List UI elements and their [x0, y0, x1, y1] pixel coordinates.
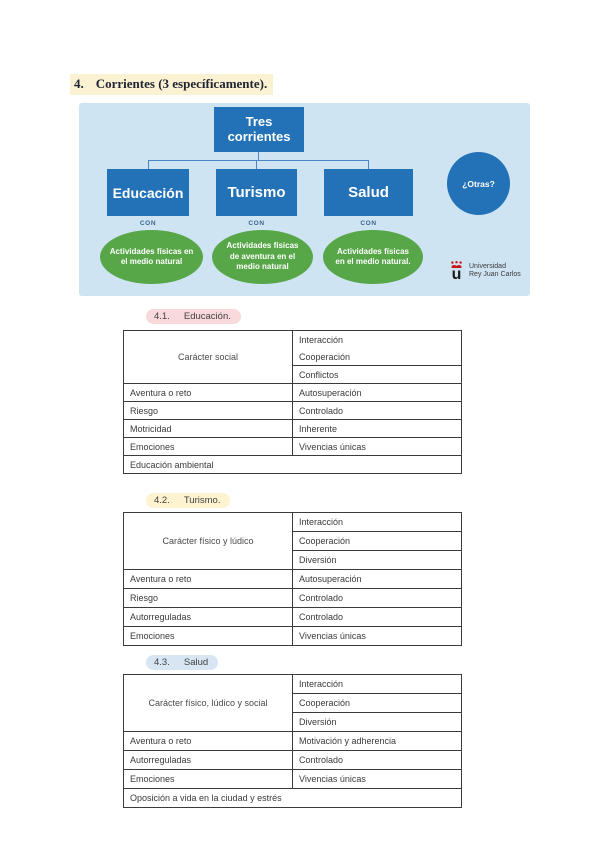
table-turismo: Carácter físico y lúdico Interacción Coo… [123, 512, 462, 646]
page-title-text: Corrientes (3 específicamente). [95, 76, 268, 91]
table-cell: Interacción [293, 513, 461, 532]
table-cell: Diversión [293, 713, 461, 732]
table-cell: Carácter social [124, 331, 293, 384]
table-cell: Controlado [293, 751, 461, 770]
diagram-box-educacion: Educación [107, 169, 189, 216]
table-cell: Inherente [293, 420, 461, 438]
page-title-number: 4. [74, 76, 84, 91]
section-number: 4.2. [154, 495, 170, 506]
table-cell: Interacción [293, 675, 461, 694]
table-cell: Carácter físico, lúdico y social [124, 675, 293, 732]
table-cell: Aventura o reto [124, 732, 293, 751]
table-cell: Interacción [299, 334, 344, 345]
table-footer-cell: Oposición a vida en la ciudad y estrés [130, 793, 282, 803]
table-cell: Emociones [124, 627, 293, 645]
otras-circle: ¿Otras? [447, 152, 510, 215]
table-educacion: Carácter social Interacción Cooperación … [123, 330, 462, 474]
table-cell: Riesgo [124, 402, 293, 420]
logo-line1: Universidad [469, 262, 506, 270]
table-cell: Aventura o reto [124, 384, 293, 402]
table-cell: Motivación y adherencia [293, 732, 461, 751]
section-header-educacion: 4.1. Educación. [146, 309, 241, 324]
table-cell: Controlado [293, 608, 461, 627]
page-title: 4. Corrientes (3 específicamente). [70, 74, 274, 95]
table-cell: Autorreguladas [124, 608, 293, 627]
table-cell: Cooperación [293, 348, 461, 366]
logo-text: Universidad Rey Juan Carlos [469, 263, 521, 281]
connector-hbar [148, 160, 369, 161]
table-cell: Carácter físico y lúdico [124, 513, 293, 570]
table-cell: Autorreguladas [124, 751, 293, 770]
table-cell: Controlado [293, 402, 461, 420]
logo-letter: u [451, 266, 462, 283]
table-cell: Emociones [124, 438, 293, 456]
table-cell: Diversión [293, 551, 461, 570]
table-cell: Controlado [293, 589, 461, 608]
connector-drop-2 [256, 160, 257, 169]
connector-drop-1 [148, 160, 149, 169]
table-cell: Cooperación [293, 694, 461, 713]
activity-ellipse-turismo: Actividades físicas de aventura en el me… [212, 230, 313, 284]
section-number: 4.1. [154, 311, 170, 322]
table-cell: Vivencias únicas [293, 770, 461, 789]
diagram-root-node: Tres corrientes [214, 107, 304, 152]
table-cell: Riesgo [124, 589, 293, 608]
connector-stub [258, 152, 259, 161]
section-number: 4.3. [154, 657, 170, 668]
section-title: Salud [183, 657, 209, 668]
university-logo: u Universidad Rey Juan Carlos [449, 261, 521, 283]
table-cell: Vivencias únicas [299, 631, 366, 641]
connector-label-educacion: CON [139, 220, 157, 227]
crown-icon [451, 261, 462, 268]
connector-label-turismo: CON [248, 220, 265, 227]
table-salud: Carácter físico, lúdico y social Interac… [123, 674, 462, 808]
table-cell: Autosuperación [293, 384, 461, 402]
diagram-panel: Tres corrientes Educación Turismo Salud … [79, 103, 530, 296]
connector-label-salud: CON [360, 220, 377, 227]
table-cell: Motricidad [124, 420, 293, 438]
table-cell: Autosuperación [293, 570, 461, 589]
logo-mark: u [449, 261, 464, 283]
table-cell: Cooperación [293, 532, 461, 551]
diagram-box-turismo: Turismo [216, 169, 297, 216]
connector-drop-3 [368, 160, 369, 169]
section-header-salud: 4.3. Salud [146, 655, 219, 670]
section-title: Turismo. [183, 495, 221, 506]
table-cell: Conflictos [293, 366, 461, 384]
diagram-box-salud: Salud [324, 169, 413, 216]
section-title: Educación. [183, 311, 231, 322]
logo-line2: Rey Juan Carlos [469, 271, 521, 279]
activity-ellipse-educacion: Actividades físicas en el medio natural [100, 230, 203, 284]
table-cell: Aventura o reto [124, 570, 293, 589]
activity-ellipse-salud: Actividades físicas en el medio natural. [323, 230, 423, 284]
section-header-turismo: 4.2. Turismo. [146, 493, 231, 508]
table-cell: Vivencias únicas [293, 438, 461, 456]
table-footer-cell: Educación ambiental [130, 459, 214, 470]
table-cell: Emociones [124, 770, 293, 789]
